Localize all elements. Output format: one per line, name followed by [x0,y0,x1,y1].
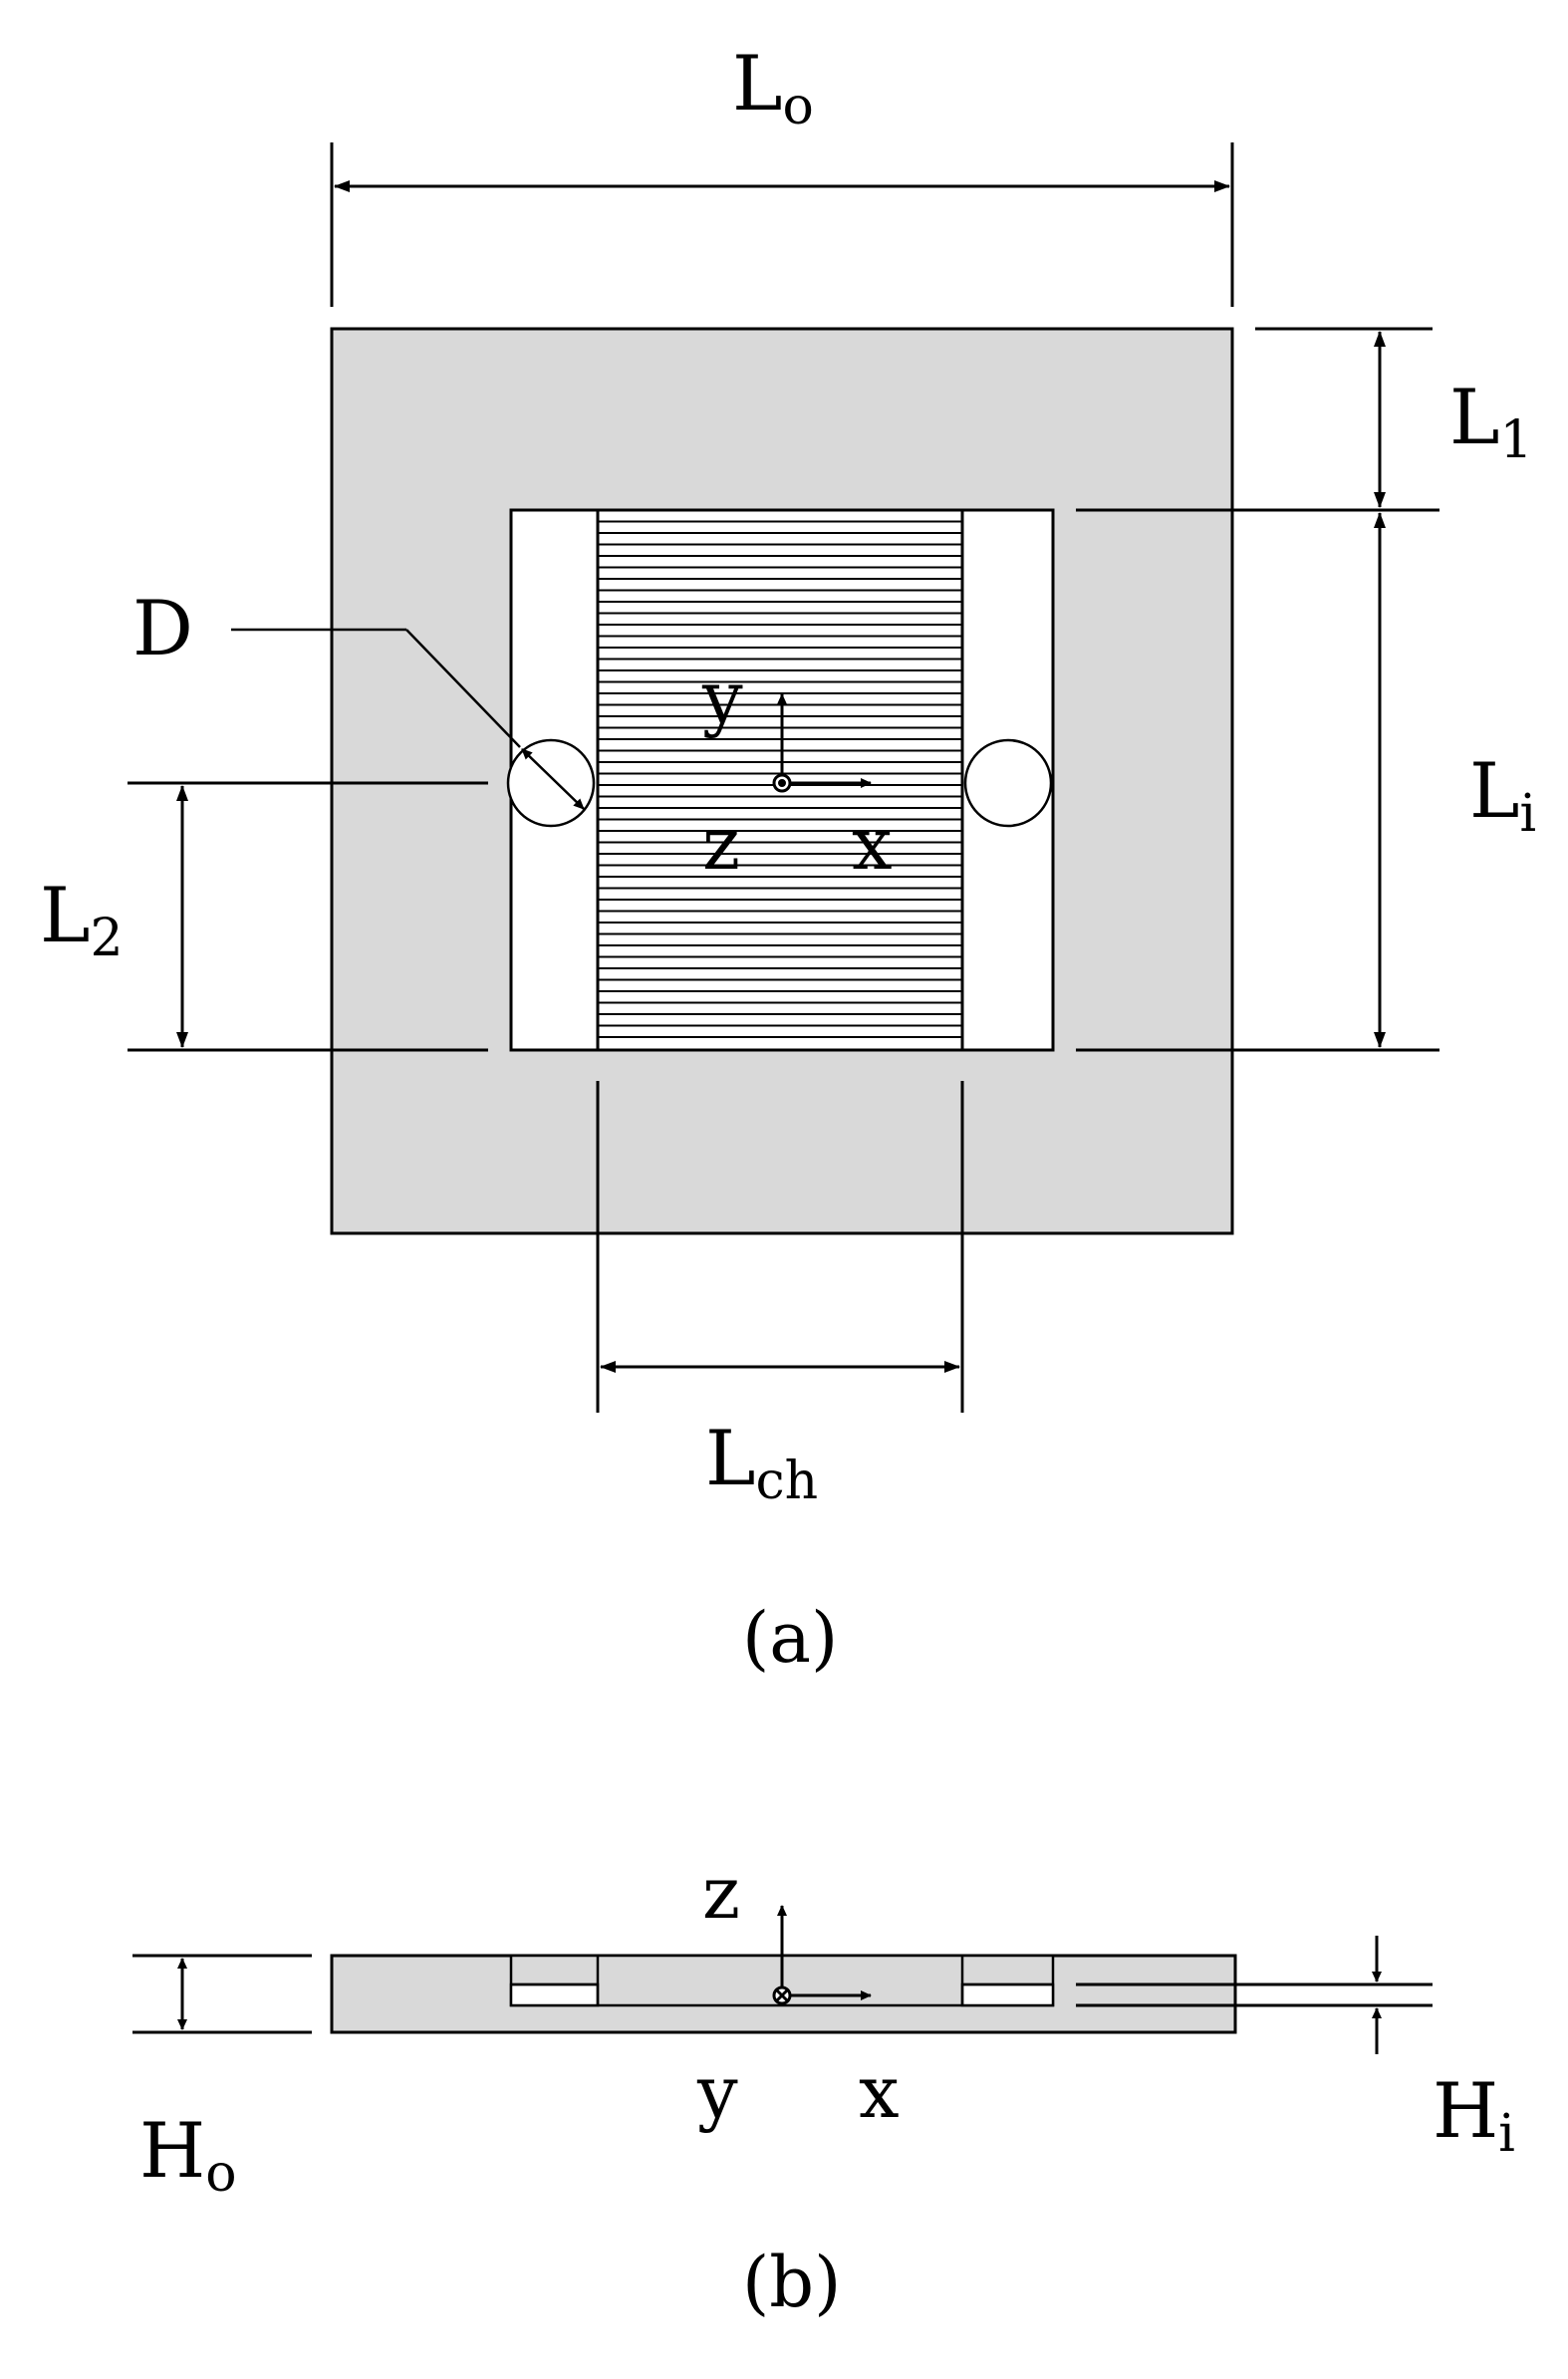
inner-height-dimension [1076,1936,1433,2054]
inner-length-label: Li [1469,746,1536,844]
outer-length-dimension [330,142,1234,307]
channel-length-label: Lch [705,1414,818,1511]
diameter-leader [231,628,585,810]
outer-height-label: Ho [139,2106,237,2204]
caption-a: (a) [742,1597,838,1679]
coordinate-axes-top [772,693,872,793]
axis-z-label-top: z [702,802,740,886]
margin-label: L1 [1449,373,1533,470]
inner-height-label: Hi [1433,2066,1515,2164]
axis-x-label-side: x [859,2050,900,2134]
axis-y-label-side: y [696,2050,738,2134]
axis-y-label-top: y [701,656,743,739]
outer-length-label: Lo [732,39,814,136]
port-offset-dimension [128,781,488,1052]
port-offset-label: L2 [40,871,124,968]
axis-x-label-top: x [852,802,893,886]
margin-dimension [1076,327,1439,1052]
axis-z-label-side: z [702,1851,740,1935]
top-view: Lo L1 Li L2 D Lch [40,39,1536,1679]
inlet-port [506,738,596,828]
outlet-port [963,738,1053,828]
caption-b: (b) [742,2242,841,2323]
side-view: z y x Ho Hi (b) [132,1851,1515,2323]
outer-height-dimension [132,1954,312,2034]
diameter-label: D [132,584,193,672]
channel-length-dimension [596,1081,964,1413]
coordinate-axes-side [772,1905,872,2005]
